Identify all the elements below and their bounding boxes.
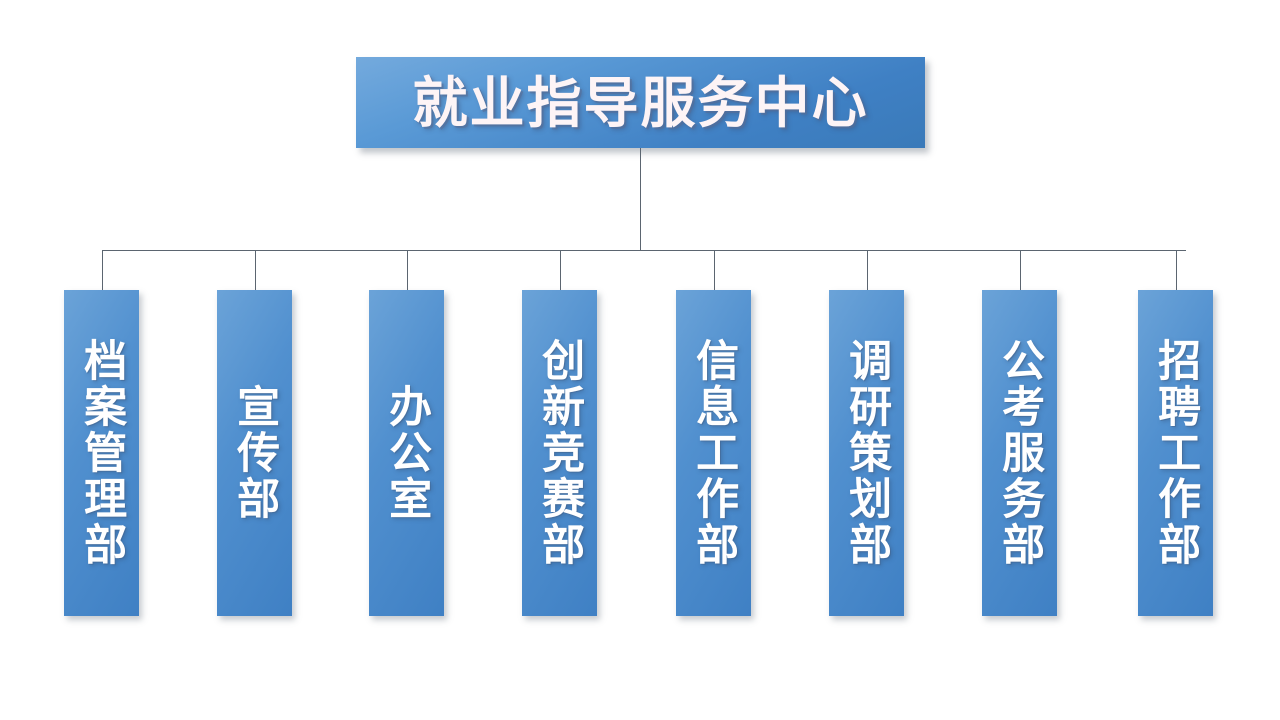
org-node-research-planning[interactable]: 调研策划部 <box>829 290 904 616</box>
connector-drop-8 <box>1176 250 1177 290</box>
connector-drop-2 <box>255 250 256 290</box>
connector-drop-4 <box>560 250 561 290</box>
org-node-innovation-competition[interactable]: 创新竞赛部 <box>522 290 597 616</box>
connector-drop-3 <box>407 250 408 290</box>
connector-drop-1 <box>102 250 103 290</box>
org-node-root-label: 就业指导服务中心 <box>412 70 869 135</box>
org-node-label-6: 调研策划部 <box>841 338 892 568</box>
org-node-publicity[interactable]: 宣传部 <box>217 290 292 616</box>
org-node-label-3: 办公室 <box>381 384 432 522</box>
connector-drop-7 <box>1020 250 1021 290</box>
org-node-root[interactable]: 就业指导服务中心 <box>356 57 925 148</box>
org-node-label-4: 创新竞赛部 <box>534 338 585 568</box>
org-node-label-2: 宣传部 <box>229 384 280 522</box>
connector-drop-5 <box>714 250 715 290</box>
org-node-archive-management[interactable]: 档案管理部 <box>64 290 139 616</box>
org-node-label-5: 信息工作部 <box>688 338 739 568</box>
org-node-recruitment-work[interactable]: 招聘工作部 <box>1138 290 1213 616</box>
org-node-office[interactable]: 办公室 <box>369 290 444 616</box>
org-node-label-8: 招聘工作部 <box>1150 338 1201 568</box>
connector-horizontal-bus <box>102 250 1186 251</box>
org-node-civil-exam-service[interactable]: 公考服务部 <box>982 290 1057 616</box>
org-node-information-work[interactable]: 信息工作部 <box>676 290 751 616</box>
org-node-label-1: 档案管理部 <box>76 338 127 568</box>
org-node-label-7: 公考服务部 <box>994 338 1045 568</box>
connector-root-vertical <box>640 148 641 250</box>
connector-drop-6 <box>867 250 868 290</box>
